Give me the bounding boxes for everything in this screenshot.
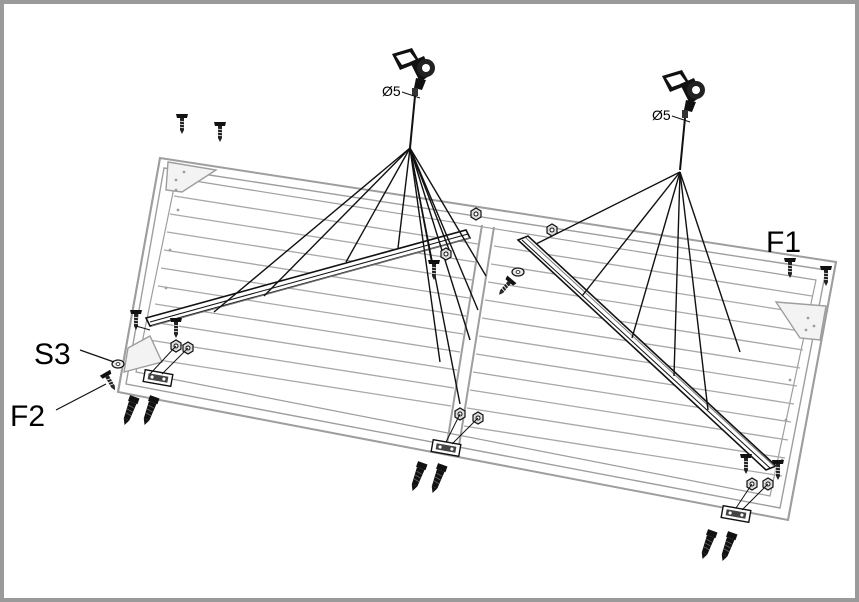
hardware-leaders xyxy=(135,325,769,511)
assembly-diagram: Ø5 Ø5 F1 S3 F2 xyxy=(10,47,838,564)
part-label-s3: S3 xyxy=(34,338,71,371)
drill-bit-label-left: Ø5 xyxy=(382,83,401,99)
screw-icon xyxy=(99,369,121,394)
screw-icon xyxy=(175,113,189,135)
bracket-icon xyxy=(430,438,462,458)
nut-icon xyxy=(470,207,482,221)
bracket-icon xyxy=(142,368,174,388)
bolt-icon xyxy=(717,530,738,564)
bolt-icon xyxy=(407,460,428,494)
nut-icon xyxy=(440,247,452,261)
nut-icon xyxy=(546,223,558,237)
table-slats xyxy=(145,195,813,477)
screw-icon xyxy=(819,265,833,287)
bit-leader-left xyxy=(401,91,421,99)
brace-left xyxy=(144,229,472,327)
screw-icon xyxy=(213,121,227,143)
f2-leader-line xyxy=(55,383,107,411)
bracket-icon xyxy=(720,504,752,524)
screw-icon xyxy=(169,317,183,339)
screw-icon xyxy=(494,275,517,299)
bolt-icon xyxy=(139,394,160,428)
drill-bit-label-right: Ø5 xyxy=(652,107,671,123)
part-label-f2: F2 xyxy=(10,400,45,433)
bit-leader-right xyxy=(671,115,691,123)
brace-right xyxy=(516,235,778,471)
drill-lines-right xyxy=(535,171,741,411)
washer-icon xyxy=(111,359,125,369)
bolt-icon xyxy=(697,528,718,562)
part-label-f1: F1 xyxy=(766,226,801,259)
corner-gussets xyxy=(123,161,827,373)
drill-lines-left xyxy=(213,147,487,405)
screw-icon xyxy=(427,259,441,281)
s3-leader-line xyxy=(79,349,115,363)
frame-holes xyxy=(164,170,816,462)
washer-icon xyxy=(511,267,525,277)
bolt-icon xyxy=(427,462,448,496)
bolt-icon xyxy=(119,394,140,428)
